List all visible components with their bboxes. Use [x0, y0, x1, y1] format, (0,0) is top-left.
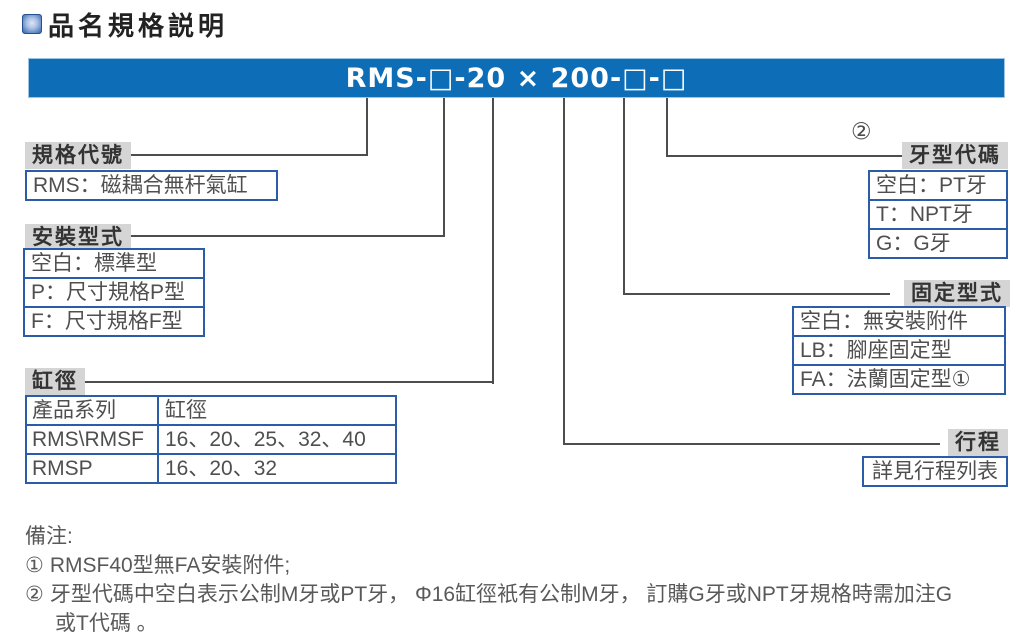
mounting-row: 空白：標準型 [31, 252, 157, 275]
bore-table: 產品系列 缸徑 RMS\RMSF 16、20、25、32、40 RMSP 16、… [25, 395, 397, 484]
fixing-type-label: 固定型式 [904, 280, 1010, 307]
mounting-type-box: 空白：標準型 P：尺寸規格P型 F：尺寸規格F型 [23, 248, 205, 337]
note-text: RMSF40型無FA安裝附件; [49, 554, 291, 577]
thread-code-box: 空白：PT牙 T：NPT牙 G：G牙 [868, 170, 1008, 259]
bore-table-header-series: 產品系列 [27, 397, 159, 424]
note-marker: ① [25, 554, 44, 577]
thread-superscript: ② [851, 118, 872, 144]
mounting-row: P：尺寸規格P型 [25, 277, 203, 306]
section-bullet-icon [22, 14, 42, 34]
mounting-type-label: 安裝型式 [25, 224, 131, 251]
notes-heading: 備注: [25, 525, 73, 548]
connector-line-spec-v [366, 98, 368, 156]
bore-table-row: RMSP 16、20、32 [27, 453, 395, 482]
spec-code-label: 規格代號 [25, 142, 131, 169]
connector-line-fixing-v [623, 98, 625, 295]
fixing-type-box: 空白：無安裝附件 LB：腳座固定型 FA：法蘭固定型① [792, 306, 1006, 395]
stroke-label: 行程 [948, 429, 1008, 456]
connector-line-spec-h [128, 154, 368, 156]
connector-line-thread-v [666, 98, 668, 157]
fixing-row: LB：腳座固定型 [794, 335, 1004, 364]
bore-table-cell-bore: 16、20、32 [165, 457, 278, 480]
connector-line-mount-v [443, 98, 445, 237]
note-marker: ② [25, 583, 44, 606]
bore-table-header-row: 產品系列 缸徑 [27, 397, 395, 424]
bore-table-cell-series: RMS\RMSF [27, 426, 159, 453]
page-title: 品名規格説明 [48, 11, 229, 41]
stroke-box: 詳見行程列表 [862, 456, 1008, 487]
spec-code-row: RMS：磁耦合無杆氣缸 [33, 174, 248, 197]
model-code-banner: RMS-□-20 × 200-□-□ [28, 58, 1005, 98]
stroke-row: 詳見行程列表 [872, 460, 998, 483]
note-text: 牙型代碼中空白表示公制M牙或PT牙， Φ16缸徑衹有公制M牙， 訂購G牙或NPT… [49, 583, 953, 635]
mounting-row: F：尺寸規格F型 [25, 306, 203, 335]
bore-table-header-bore: 缸徑 [165, 399, 207, 422]
connector-line-mount-h [131, 235, 445, 237]
connector-line-bore-v [492, 98, 494, 384]
bore-table-row: RMS\RMSF 16、20、25、32、40 [27, 424, 395, 453]
fixing-row: 空白：無安裝附件 [800, 310, 968, 333]
thread-code-label: 牙型代碼 [902, 142, 1008, 169]
connector-line-fixing-h [623, 293, 890, 295]
thread-row: 空白：PT牙 [876, 174, 987, 197]
bore-table-cell-series: RMSP [27, 455, 159, 482]
connector-line-bore-h [78, 381, 494, 383]
spec-code-box: RMS：磁耦合無杆氣缸 [25, 170, 278, 201]
thread-row: T：NPT牙 [870, 199, 1006, 228]
fixing-row: FA：法蘭固定型① [794, 364, 1004, 393]
connector-line-thread-h [666, 155, 912, 157]
bore-table-cell-bore: 16、20、25、32、40 [165, 428, 366, 451]
connector-line-stroke-v [563, 98, 565, 445]
thread-row: G：G牙 [870, 228, 1006, 257]
model-code: RMS-□-20 × 200-□-□ [345, 62, 688, 94]
bore-label: 缸徑 [25, 368, 85, 395]
connector-line-stroke-h [563, 443, 940, 445]
